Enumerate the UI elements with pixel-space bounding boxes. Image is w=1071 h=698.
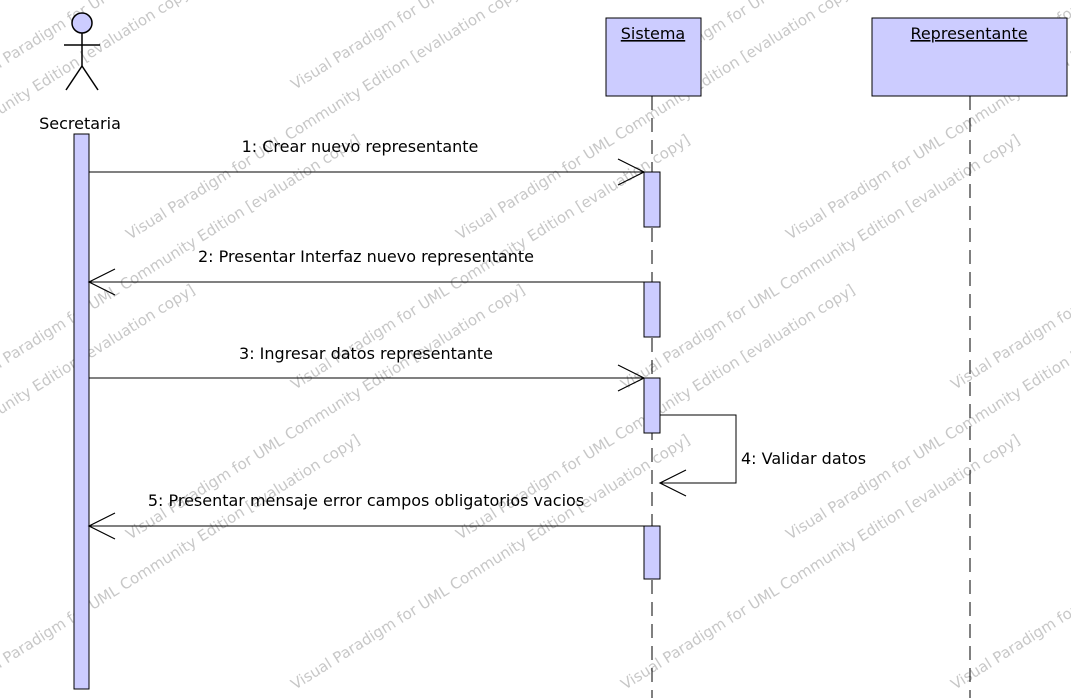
actor-secretaria[interactable]: Secretaria	[39, 12, 121, 133]
activation-sistema-3	[643, 377, 661, 434]
actor-head-icon	[71, 12, 93, 34]
activation-sistema-1	[643, 171, 661, 228]
message-label: 3: Ingresar datos representante	[239, 344, 493, 363]
actor-label: Secretaria	[39, 114, 121, 133]
lifeline-sistema[interactable]: Sistema	[605, 17, 702, 97]
watermark-text: Visual Paradigm for UML Community Editio…	[618, 431, 1024, 694]
watermark-text: Visual Paradigm for UML Community Editio…	[123, 0, 529, 243]
arrowhead-icon	[87, 512, 116, 540]
watermark-text: Visual Paradigm for UML Community Editio…	[288, 431, 694, 694]
arrowhead-icon	[617, 364, 646, 392]
message-3[interactable]: 3: Ingresar datos representante	[89, 344, 646, 392]
lifeline-box-representante[interactable]	[871, 17, 1068, 97]
watermark-text: Visual Paradigm for UML Community Editio…	[0, 431, 363, 694]
arrowhead-icon	[617, 158, 646, 186]
activation-sistema-2	[643, 281, 661, 338]
lifeline-label-representante: Representante	[910, 24, 1027, 43]
arrowhead-icon	[87, 268, 116, 296]
message-label: 2: Presentar Interfaz nuevo representant…	[198, 247, 534, 266]
watermark-text: Visual Paradigm for UML Community Editio…	[618, 131, 1024, 394]
arrowhead-icon	[658, 469, 687, 497]
lifeline-label-sistema: Sistema	[621, 24, 685, 43]
message-1[interactable]: 1: Crear nuevo representante	[89, 137, 646, 186]
lifeline-box-sistema[interactable]	[605, 17, 702, 97]
message-label: 4: Validar datos	[741, 449, 866, 468]
message-label: 1: Crear nuevo representante	[242, 137, 479, 156]
message-2[interactable]: 2: Presentar Interfaz nuevo representant…	[87, 247, 644, 296]
message-4[interactable]: 4: Validar datos	[658, 414, 866, 497]
message-5[interactable]: 5: Presentar mensaje error campos obliga…	[87, 491, 644, 540]
lifeline-representante[interactable]: Representante	[871, 17, 1068, 97]
message-label: 5: Presentar mensaje error campos obliga…	[148, 491, 584, 510]
activation-sistema-4	[643, 525, 661, 580]
activation-secretaria	[73, 133, 90, 690]
